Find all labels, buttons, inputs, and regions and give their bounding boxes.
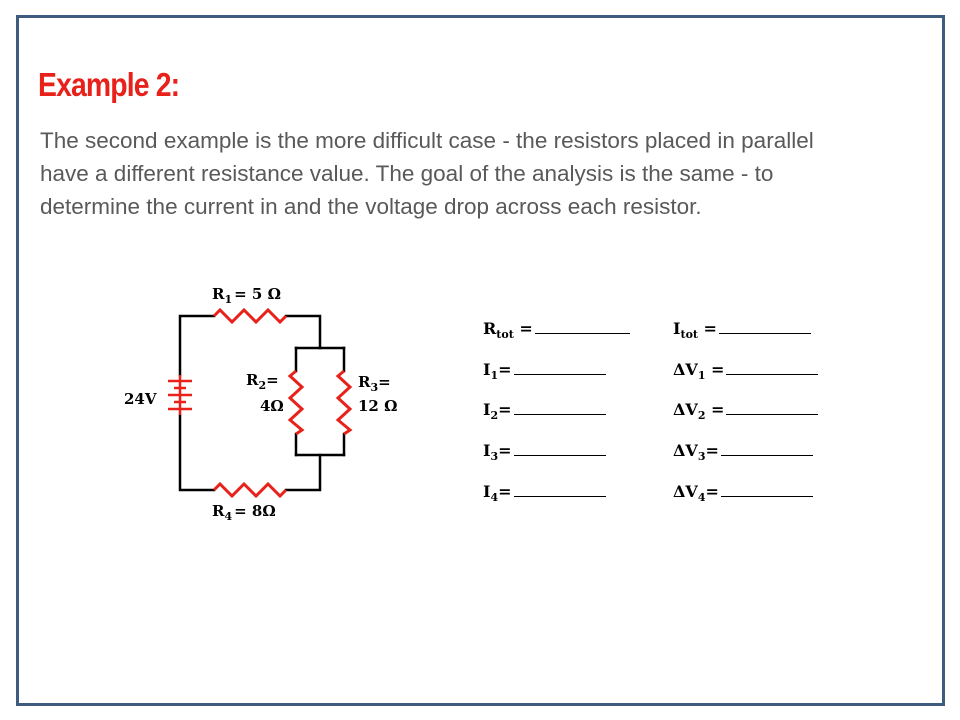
r3-value: 12 Ω xyxy=(358,397,397,415)
slide-title: Example 2: xyxy=(38,66,180,103)
resistor-r3 xyxy=(335,369,353,436)
battery-label: 24V xyxy=(124,390,157,408)
answer-row-dv4: ΔV4= xyxy=(673,482,813,508)
answer-row-r-tot: Rtot = xyxy=(483,319,630,345)
answer-blank[interactable] xyxy=(513,495,606,497)
wire-bottom-left xyxy=(178,413,216,492)
answer-blank[interactable] xyxy=(534,332,630,334)
resistor-r4 xyxy=(212,481,288,499)
slide-frame xyxy=(16,15,945,706)
answer-row-dv3: ΔV3= xyxy=(673,441,813,467)
answer-row-dv1: ΔV1 = xyxy=(673,360,819,386)
slide-paragraph: The second example is the more difficult… xyxy=(40,128,814,219)
answer-row-i-tot: Itot = xyxy=(673,319,811,345)
resistor-r2 xyxy=(287,369,305,436)
r2-value: 4Ω xyxy=(260,397,284,415)
answer-row-i1: I1= xyxy=(483,360,606,386)
r3-label: R3= xyxy=(358,373,391,394)
wire-top-right xyxy=(284,314,322,350)
wire-bottom-right xyxy=(284,453,322,492)
answer-blank[interactable] xyxy=(513,413,606,415)
battery-symbol xyxy=(168,375,192,415)
answer-blank[interactable] xyxy=(726,373,819,375)
answer-blank[interactable] xyxy=(718,332,811,334)
answer-row-i4: I4= xyxy=(483,482,606,508)
answer-blank[interactable] xyxy=(726,413,819,415)
r1-label: R1= 5 Ω xyxy=(212,285,281,306)
answer-blank[interactable] xyxy=(720,454,813,456)
circuit-diagram: 24V R1= 5 Ω R2= 4Ω R3= 12 Ω R4= 8Ω xyxy=(124,285,397,523)
answer-blank[interactable] xyxy=(513,373,606,375)
answer-blank[interactable] xyxy=(720,495,813,497)
answer-row-dv2: ΔV2 = xyxy=(673,400,819,426)
answer-row-i2: I2= xyxy=(483,400,606,426)
answer-row-i3: I3= xyxy=(483,441,606,467)
wire-top-left xyxy=(178,314,216,377)
r2-label: R2= xyxy=(246,371,279,392)
resistor-r1 xyxy=(212,307,288,325)
r4-label: R4= 8Ω xyxy=(212,502,276,523)
circuit-wires xyxy=(178,314,346,492)
answer-blank[interactable] xyxy=(513,454,606,456)
